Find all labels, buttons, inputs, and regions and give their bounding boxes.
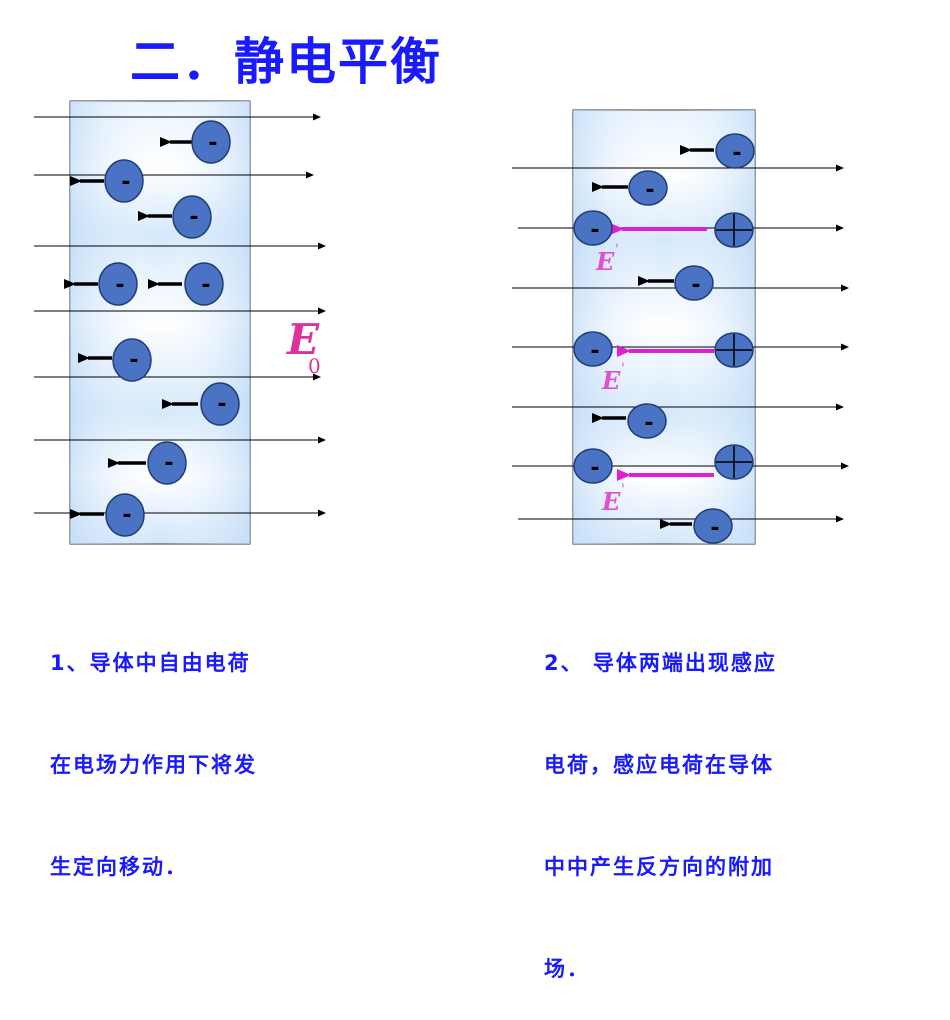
electron: - xyxy=(138,195,212,239)
electron: - xyxy=(64,262,138,306)
caption-right-line: 2、 导体两端出现感应 xyxy=(544,651,777,675)
caption-left-line: 生定向移动． xyxy=(50,855,188,879)
svg-text:-: - xyxy=(590,456,599,481)
caption-right-line: 场． xyxy=(544,957,590,981)
electron: - xyxy=(160,120,231,164)
svg-text:-: - xyxy=(590,339,599,364)
induced-positive-charge xyxy=(714,212,754,248)
svg-text:E: E xyxy=(601,366,621,395)
caption-right-line: 电荷，感应电荷在导体 xyxy=(544,753,774,777)
page-title: 二．静电平衡 xyxy=(130,33,442,91)
caption-right: 2、 导体两端出现感应 电荷，感应电荷在导体 中中产生反方向的附加 场． xyxy=(544,578,864,1020)
svg-text:-: - xyxy=(217,392,226,417)
svg-text:E: E xyxy=(601,487,621,516)
electron: - xyxy=(592,170,668,206)
induced-field-labels: E ' E ' E ' xyxy=(595,242,625,516)
left-electrons: - - - - - xyxy=(64,120,240,537)
electron: - xyxy=(70,493,145,537)
electron: - xyxy=(78,338,152,382)
caption-right-line: 中中产生反方向的附加 xyxy=(544,855,774,879)
svg-text:-: - xyxy=(644,411,653,436)
svg-text:-: - xyxy=(122,503,131,528)
right-electrons: - - - - - xyxy=(592,133,755,544)
svg-text:': ' xyxy=(615,242,619,258)
electron: - xyxy=(592,403,667,439)
svg-text:-: - xyxy=(129,348,138,373)
svg-text:-: - xyxy=(201,273,210,298)
svg-text:': ' xyxy=(621,482,625,498)
induced-positive-charge xyxy=(714,444,754,480)
induced-negative-charge: - xyxy=(573,210,613,246)
svg-text:E: E xyxy=(595,247,615,276)
svg-text:E: E xyxy=(286,315,320,364)
induced-negative-charge: - xyxy=(573,448,613,484)
electron: - xyxy=(108,441,187,485)
caption-left-line: 在电场力作用下将发 xyxy=(50,753,257,777)
caption-left-line: 1、导体中自由电荷 xyxy=(50,651,251,675)
svg-text:-: - xyxy=(208,131,217,156)
svg-text:-: - xyxy=(164,451,173,476)
electron: - xyxy=(148,262,224,306)
svg-text:-: - xyxy=(645,178,654,203)
electron: - xyxy=(70,159,144,203)
electrostatic-equilibrium-diagram: - - - - - xyxy=(34,100,849,545)
svg-text:-: - xyxy=(115,273,124,298)
svg-text:-: - xyxy=(691,273,700,298)
svg-text:': ' xyxy=(621,361,625,377)
caption-left: 1、导体中自由电荷 在电场力作用下将发 生定向移动． xyxy=(50,578,350,918)
induced-field-arrows xyxy=(610,223,714,481)
electron: - xyxy=(162,382,240,426)
electron: - xyxy=(660,508,733,544)
induced-negative-charge: - xyxy=(573,331,613,367)
svg-text:-: - xyxy=(189,205,198,230)
induced-positive-charge xyxy=(714,332,754,368)
electron: - xyxy=(638,265,714,301)
svg-text:-: - xyxy=(590,218,599,243)
field-label-e0: E 0 xyxy=(286,315,321,378)
svg-text:-: - xyxy=(121,170,130,195)
left-panel: - - - - - xyxy=(34,100,326,545)
external-field-lines xyxy=(512,164,849,523)
right-panel: E ' E ' E ' - - - xyxy=(512,109,849,545)
induced-positive-charges xyxy=(714,212,754,480)
svg-text:-: - xyxy=(732,141,741,166)
svg-text:0: 0 xyxy=(308,354,321,378)
electron: - xyxy=(680,133,755,169)
induced-negative-charges: - - - xyxy=(573,210,613,484)
svg-text:-: - xyxy=(710,516,719,541)
